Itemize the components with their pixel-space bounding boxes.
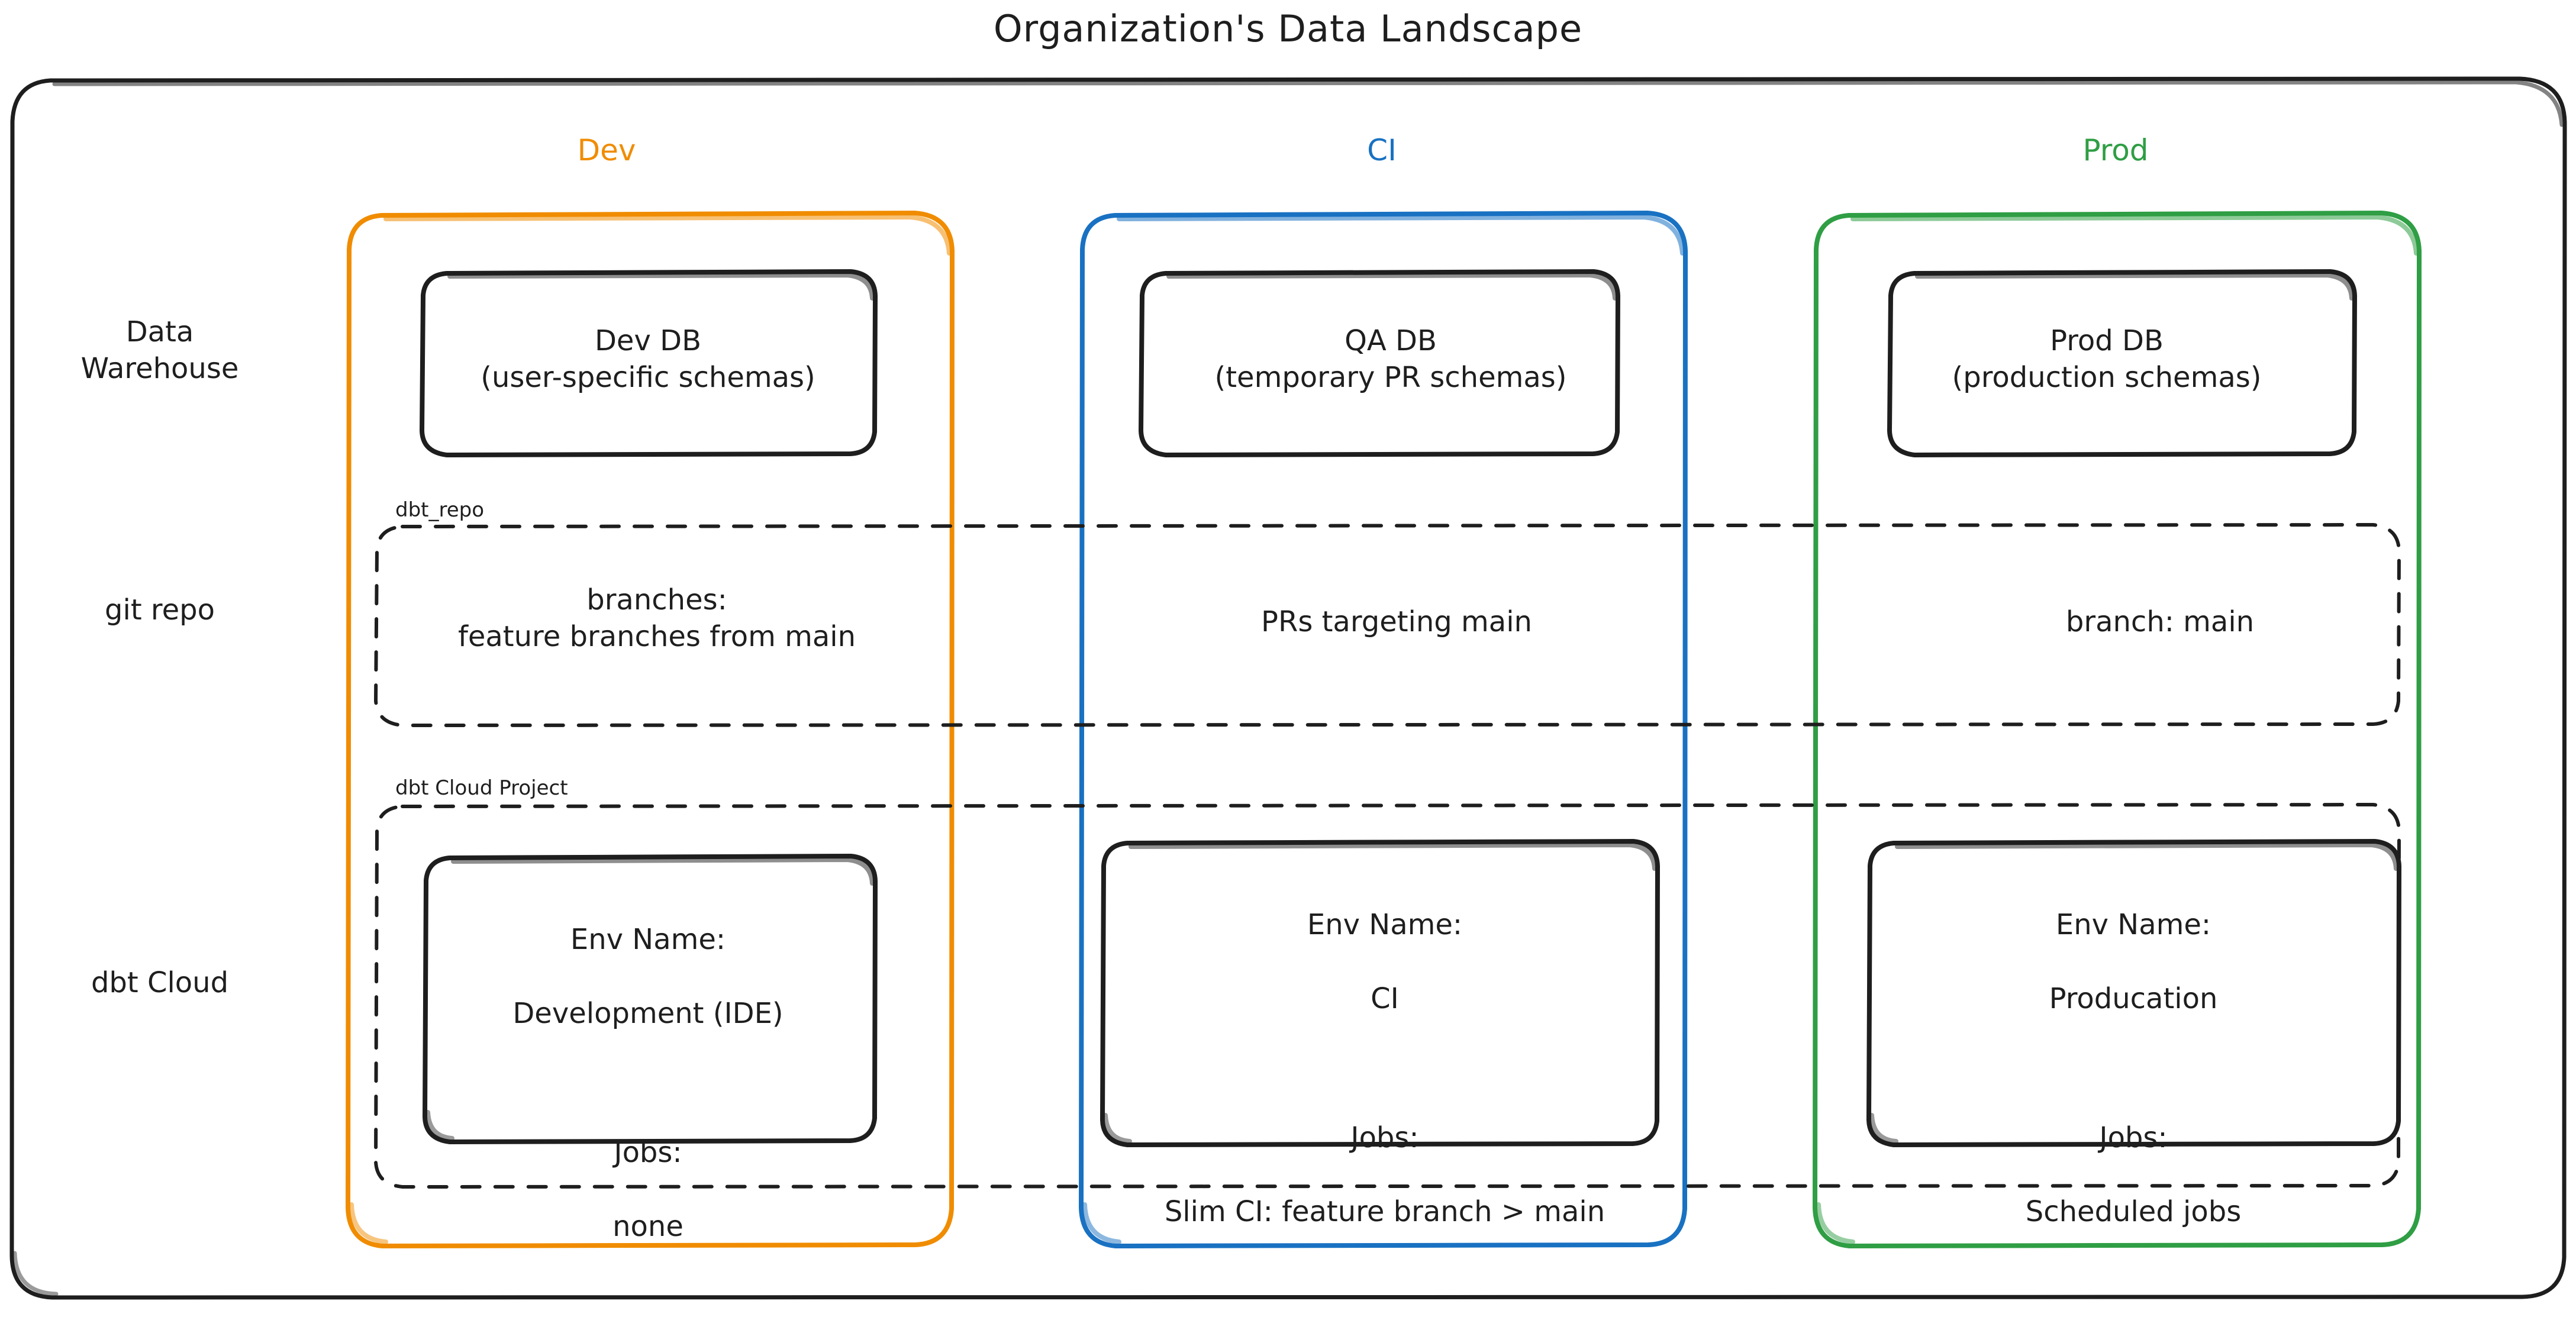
ci-jobs-value: Slim CI: feature branch > main	[1164, 1195, 1605, 1229]
prod-env-name-label: Env Name:	[2055, 908, 2211, 942]
node-label-dev-branches: branches: feature branches from main	[457, 583, 856, 654]
dev-jobs-value: none	[612, 1210, 684, 1244]
row-label-data-warehouse: Data Warehouse	[80, 315, 239, 386]
dev-env-name-value: Development (IDE)	[512, 997, 784, 1031]
node-label-prod-env: Env Name: Producation Jobs: Scheduled jo…	[1870, 870, 2397, 1267]
spacer	[1101, 1054, 1669, 1083]
column-header-dev: Dev	[577, 133, 636, 167]
dev-env-name-label: Env Name:	[570, 923, 726, 957]
dev-jobs-label: Jobs:	[614, 1136, 682, 1170]
spacer	[414, 1069, 882, 1098]
node-label-qa-db: QA DB (temporary PR schemas)	[1214, 324, 1567, 395]
prod-env-name-value: Producation	[2049, 982, 2218, 1016]
group-label-dbt-repo: dbt_repo	[395, 498, 485, 522]
group-label-dbt-project: dbt Cloud Project	[395, 776, 568, 800]
node-label-dev-env: Env Name: Development (IDE) Jobs: none	[414, 885, 882, 1282]
column-header-ci: CI	[1367, 133, 1397, 167]
page-title: Organization's Data Landscape	[993, 7, 1583, 50]
ci-env-name-label: Env Name:	[1307, 908, 1463, 942]
row-label-dbt-cloud: dbt Cloud	[91, 966, 229, 999]
row-label-git-repo: git repo	[105, 593, 215, 627]
node-label-ci-env: Env Name: CI Jobs: Slim CI: feature bran…	[1101, 870, 1669, 1267]
node-label-prod-db: Prod DB (production schemas)	[1952, 324, 2262, 395]
node-label-prod-branch: branch: main	[2065, 605, 2255, 638]
node-label-ci-prs: PRs targeting main	[1261, 605, 1532, 638]
spacer	[1870, 1054, 2397, 1083]
node-label-dev-db: Dev DB (user-specific schemas)	[481, 324, 815, 395]
ci-env-name-value: CI	[1371, 982, 1399, 1016]
prod-jobs-label: Jobs:	[2099, 1121, 2168, 1155]
prod-jobs-value: Scheduled jobs	[2025, 1195, 2242, 1229]
ci-jobs-label: Jobs:	[1350, 1121, 1419, 1155]
column-header-prod: Prod	[2082, 133, 2149, 167]
